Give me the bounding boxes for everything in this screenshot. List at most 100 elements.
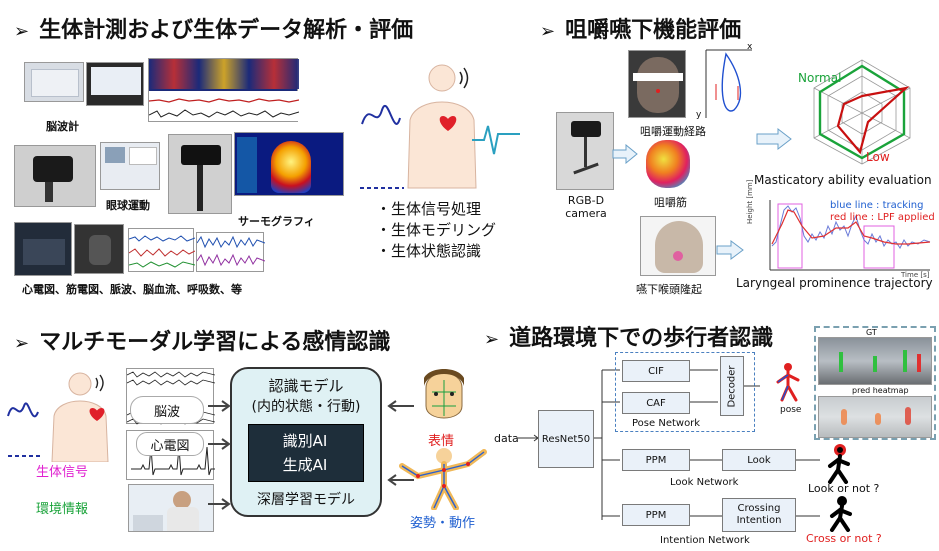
face-mesh-photo <box>628 50 686 118</box>
legend-blue: blue line : tracking <box>830 200 924 211</box>
radar-chart <box>813 59 911 165</box>
deep-learning-label: 深層学習モデル <box>257 492 355 508</box>
rgbd-camera-photo <box>556 112 614 190</box>
arrow-right-icon <box>208 498 231 510</box>
heart-icon <box>89 408 105 421</box>
arrow-right-icon <box>716 240 744 260</box>
eye-tracker-photo <box>14 145 96 207</box>
eeg-device-photo <box>24 62 84 102</box>
crossing-intention-box: Crossing Intention <box>722 498 796 532</box>
look-network-label: Look Network <box>670 477 739 488</box>
signals-label: 心電図、筋電図、脈波、脳血流、呼吸数、等 <box>22 283 242 296</box>
mastication-label: Masticatory ability evaluation <box>754 173 932 187</box>
larynx-3d-photo <box>640 216 716 276</box>
ecg-device-photo <box>14 222 72 276</box>
legend-red: red line : LPF applied <box>830 212 935 223</box>
caf-box: CAF <box>622 392 690 414</box>
signal-plot-1 <box>128 228 196 272</box>
arrowhead-bullet-icon: ➢ <box>484 329 500 350</box>
thermal-camera-photo <box>168 134 232 214</box>
pose-skeleton-icon <box>776 363 800 402</box>
pose-action-label: 姿勢・動作 <box>410 516 476 531</box>
biosignal-label: 生体信号 <box>36 465 89 480</box>
heatmap-image <box>818 396 932 438</box>
eeg-label: 脳波計 <box>46 120 79 133</box>
model-title: 認識モデル <box>268 377 344 395</box>
ppm-look-box: PPM <box>622 449 690 471</box>
bullet-modeling: ・生体モデリング <box>376 221 497 239</box>
pose-figure-icon <box>399 448 487 510</box>
decoder-box: Decoder <box>720 356 744 416</box>
arrow-left-icon <box>387 400 414 412</box>
ecg-bubble: 心電図 <box>136 432 204 456</box>
eeg-bubble: 脳波 <box>130 396 204 424</box>
arrow-right-icon <box>208 438 231 450</box>
laryngeal-label: Laryngeal prominence trajectory <box>736 276 933 290</box>
height-axis-label: Height [mm] <box>746 179 754 224</box>
heatmap-label: pred heatmap <box>852 386 909 395</box>
arrow-right-icon <box>756 128 792 150</box>
arrowhead-bullet-icon: ➢ <box>540 21 556 42</box>
bullet-signal-processing: ・生体信号処理 <box>376 200 482 218</box>
discriminative-ai-label: 識別AI <box>282 432 328 450</box>
face-icon <box>424 369 464 419</box>
camera-label: RGB-D camera <box>565 194 607 220</box>
heart-icon <box>439 116 457 131</box>
waveform-icon <box>131 446 215 476</box>
bullet-state-recognition: ・生体状態認識 <box>376 242 482 260</box>
emg-device-photo <box>74 224 124 274</box>
section-title-pedestrian: ➢道路環境下での歩行者認識 <box>484 326 774 351</box>
larynx-label: 嚥下喉頭隆起 <box>636 283 702 296</box>
network-connectors <box>518 369 820 520</box>
arrowhead-bullet-icon: ➢ <box>14 21 30 42</box>
radar-low-label: Low <box>866 150 890 164</box>
eye-label: 眼球運動 <box>106 199 150 212</box>
arrowhead-bullet-icon: ➢ <box>14 333 30 354</box>
waveform-icon <box>128 235 196 268</box>
thermo-label: サーモグラフィ <box>238 215 315 228</box>
env-info-label: 環境情報 <box>36 502 89 517</box>
spectrogram-photo <box>148 58 299 122</box>
decoder-label: Decoder <box>726 364 738 408</box>
visualization-group <box>814 326 936 440</box>
face-expression-label: 表情 <box>428 434 455 449</box>
masseter-label: 咀嚼筋 <box>654 196 687 209</box>
axis-y-label: y <box>696 110 702 120</box>
pedestrian-look-icon <box>828 444 850 484</box>
section-title-bio: ➢生体計測および生体データ解析・評価 <box>14 18 414 43</box>
intention-network-label: Intention Network <box>660 535 750 546</box>
section-title-swallow: ➢咀嚼嚥下機能評価 <box>540 18 742 43</box>
data-input-label: data <box>494 432 519 445</box>
radar-normal-label: Normal <box>798 71 842 85</box>
pose-network-group <box>615 352 755 432</box>
cif-box: CIF <box>622 360 690 382</box>
pedestrian-cross-icon <box>830 496 852 532</box>
human-body-icon <box>360 64 520 189</box>
arrow-left-icon <box>387 474 414 486</box>
environment-photo <box>128 484 214 532</box>
ai-box <box>248 424 364 482</box>
waveform-icon <box>149 98 299 118</box>
axis-x-label: x <box>747 42 753 52</box>
model-subtitle: (内的状態・行動) <box>251 399 361 415</box>
cross-question: Cross or not ? <box>806 532 882 545</box>
gt-label: GT <box>866 328 877 337</box>
arrow-right-icon <box>612 144 638 164</box>
resnet50-box: ResNet50 <box>538 410 594 468</box>
thermography-image <box>234 132 344 196</box>
section-title-emotion: ➢マルチモーダル学習による感情認識 <box>14 330 391 355</box>
chewing-path-label: 咀嚼運動経路 <box>640 125 706 138</box>
laryngeal-trajectory-plot <box>769 200 931 271</box>
signal-plot-2 <box>196 232 266 272</box>
time-axis-label: Time [s] <box>901 271 930 279</box>
ppm-intention-box: PPM <box>622 504 690 526</box>
arrow-right-icon <box>208 400 231 412</box>
gt-street-image <box>818 337 932 385</box>
pose-network-label: Pose Network <box>632 418 701 429</box>
chewing-path-plot <box>705 49 752 118</box>
look-box: Look <box>722 449 796 471</box>
pose-output-label: pose <box>780 405 802 415</box>
masseter-heatmap <box>646 140 690 188</box>
look-question: Look or not ? <box>808 482 880 495</box>
laptop-photo <box>86 62 144 106</box>
